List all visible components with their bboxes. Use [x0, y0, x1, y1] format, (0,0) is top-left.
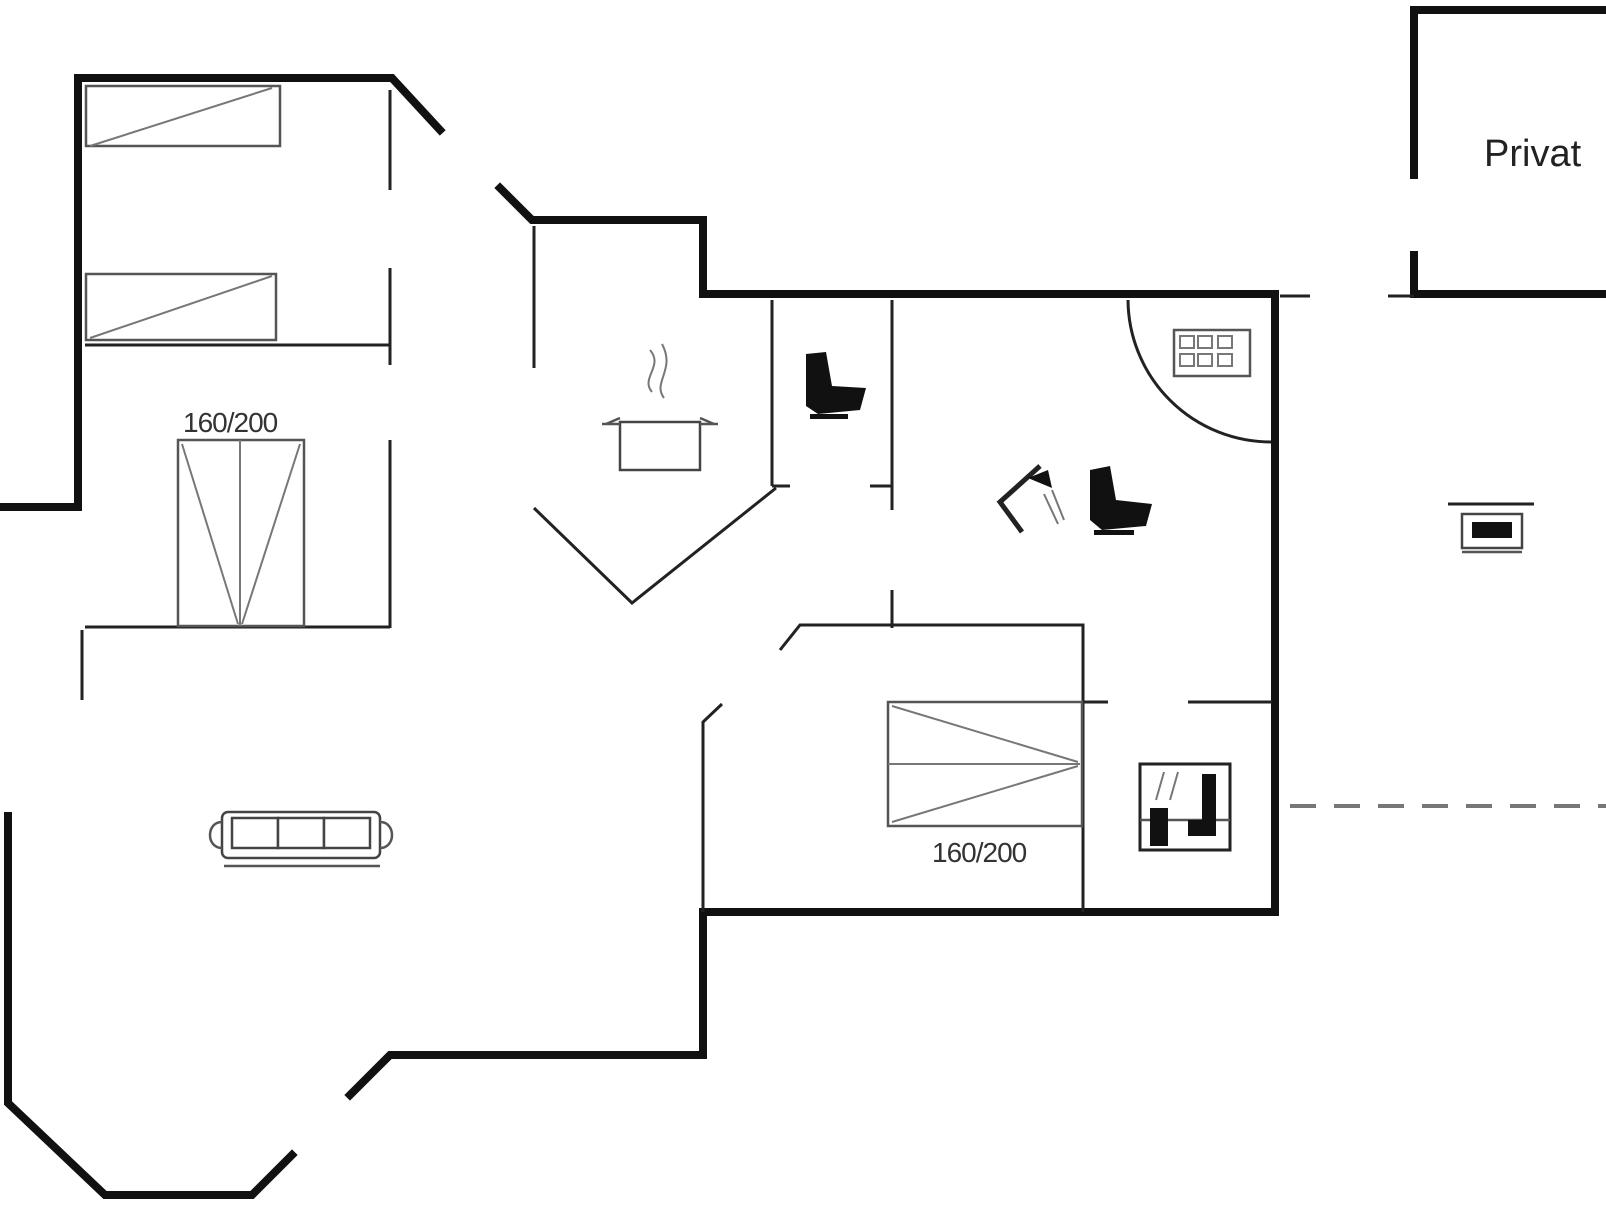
sofa-icon	[208, 810, 394, 868]
single-bed-middle	[84, 272, 278, 342]
cooking-pot-icon	[602, 343, 718, 472]
double-bed-left	[176, 438, 306, 628]
outer-walls	[0, 6, 1606, 1199]
toilet-icon	[806, 352, 866, 419]
bed-size-label-right: 160/200	[932, 837, 1027, 868]
sauna-icon	[1172, 328, 1252, 378]
double-bed-right	[886, 700, 1084, 828]
toilet-icon-2	[1090, 466, 1152, 535]
interior-walls	[80, 90, 1606, 912]
wood-stove-icon	[1448, 502, 1534, 554]
private-room-label: Privat	[1484, 133, 1582, 175]
shower-icon	[996, 464, 1065, 534]
single-bed-top	[84, 84, 282, 148]
bed-size-label-left: 160/200	[183, 407, 278, 438]
washing-machine-icon	[1138, 762, 1232, 852]
